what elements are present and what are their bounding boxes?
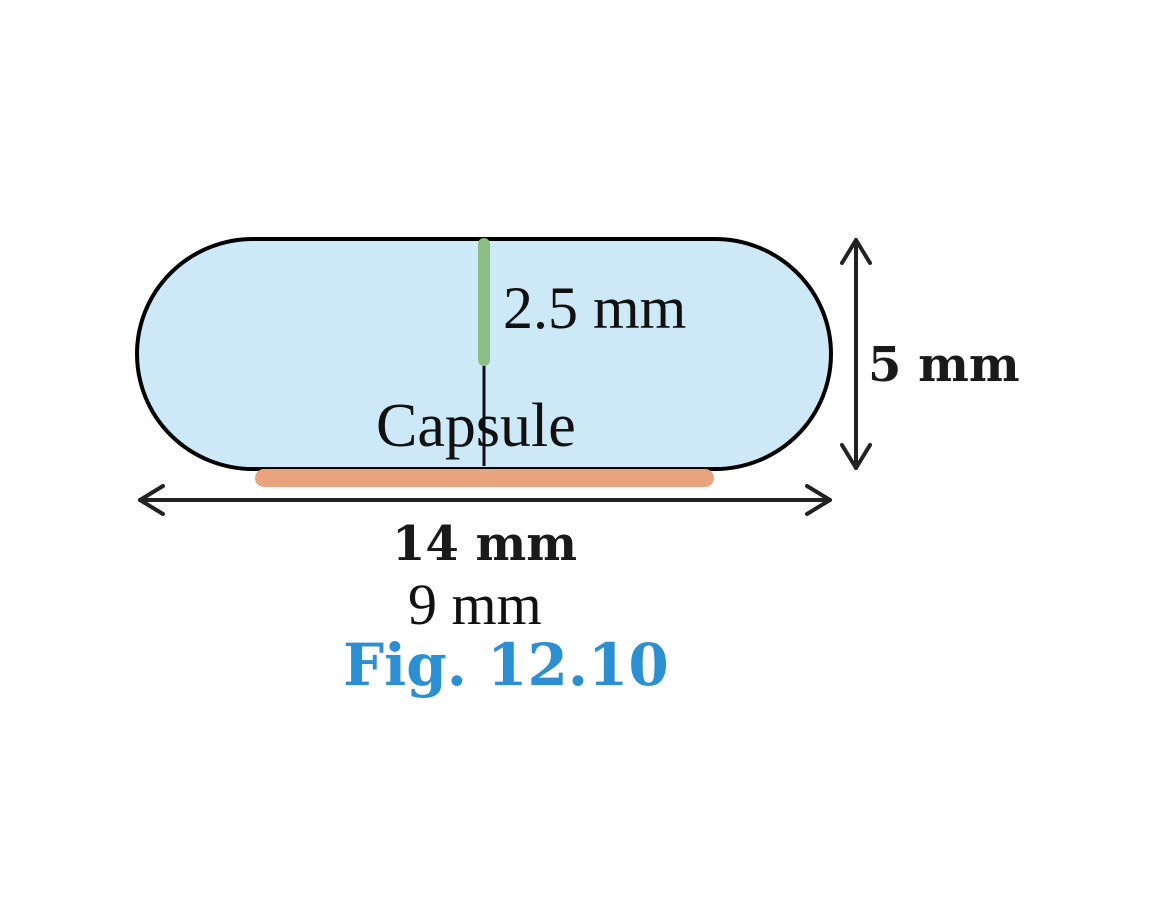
radius-label: 2.5 mm (503, 275, 686, 341)
cylinder-length-label: 9 mm (408, 572, 542, 637)
height-label: 5 mm (868, 337, 1020, 393)
length-dimension-arrow (138, 484, 832, 516)
height-dimension-arrow (840, 238, 872, 470)
length-label: 14 mm (392, 516, 577, 572)
figure-caption: Fig. 12.10 (343, 631, 669, 699)
capsule-name-label: Capsule (376, 392, 576, 460)
